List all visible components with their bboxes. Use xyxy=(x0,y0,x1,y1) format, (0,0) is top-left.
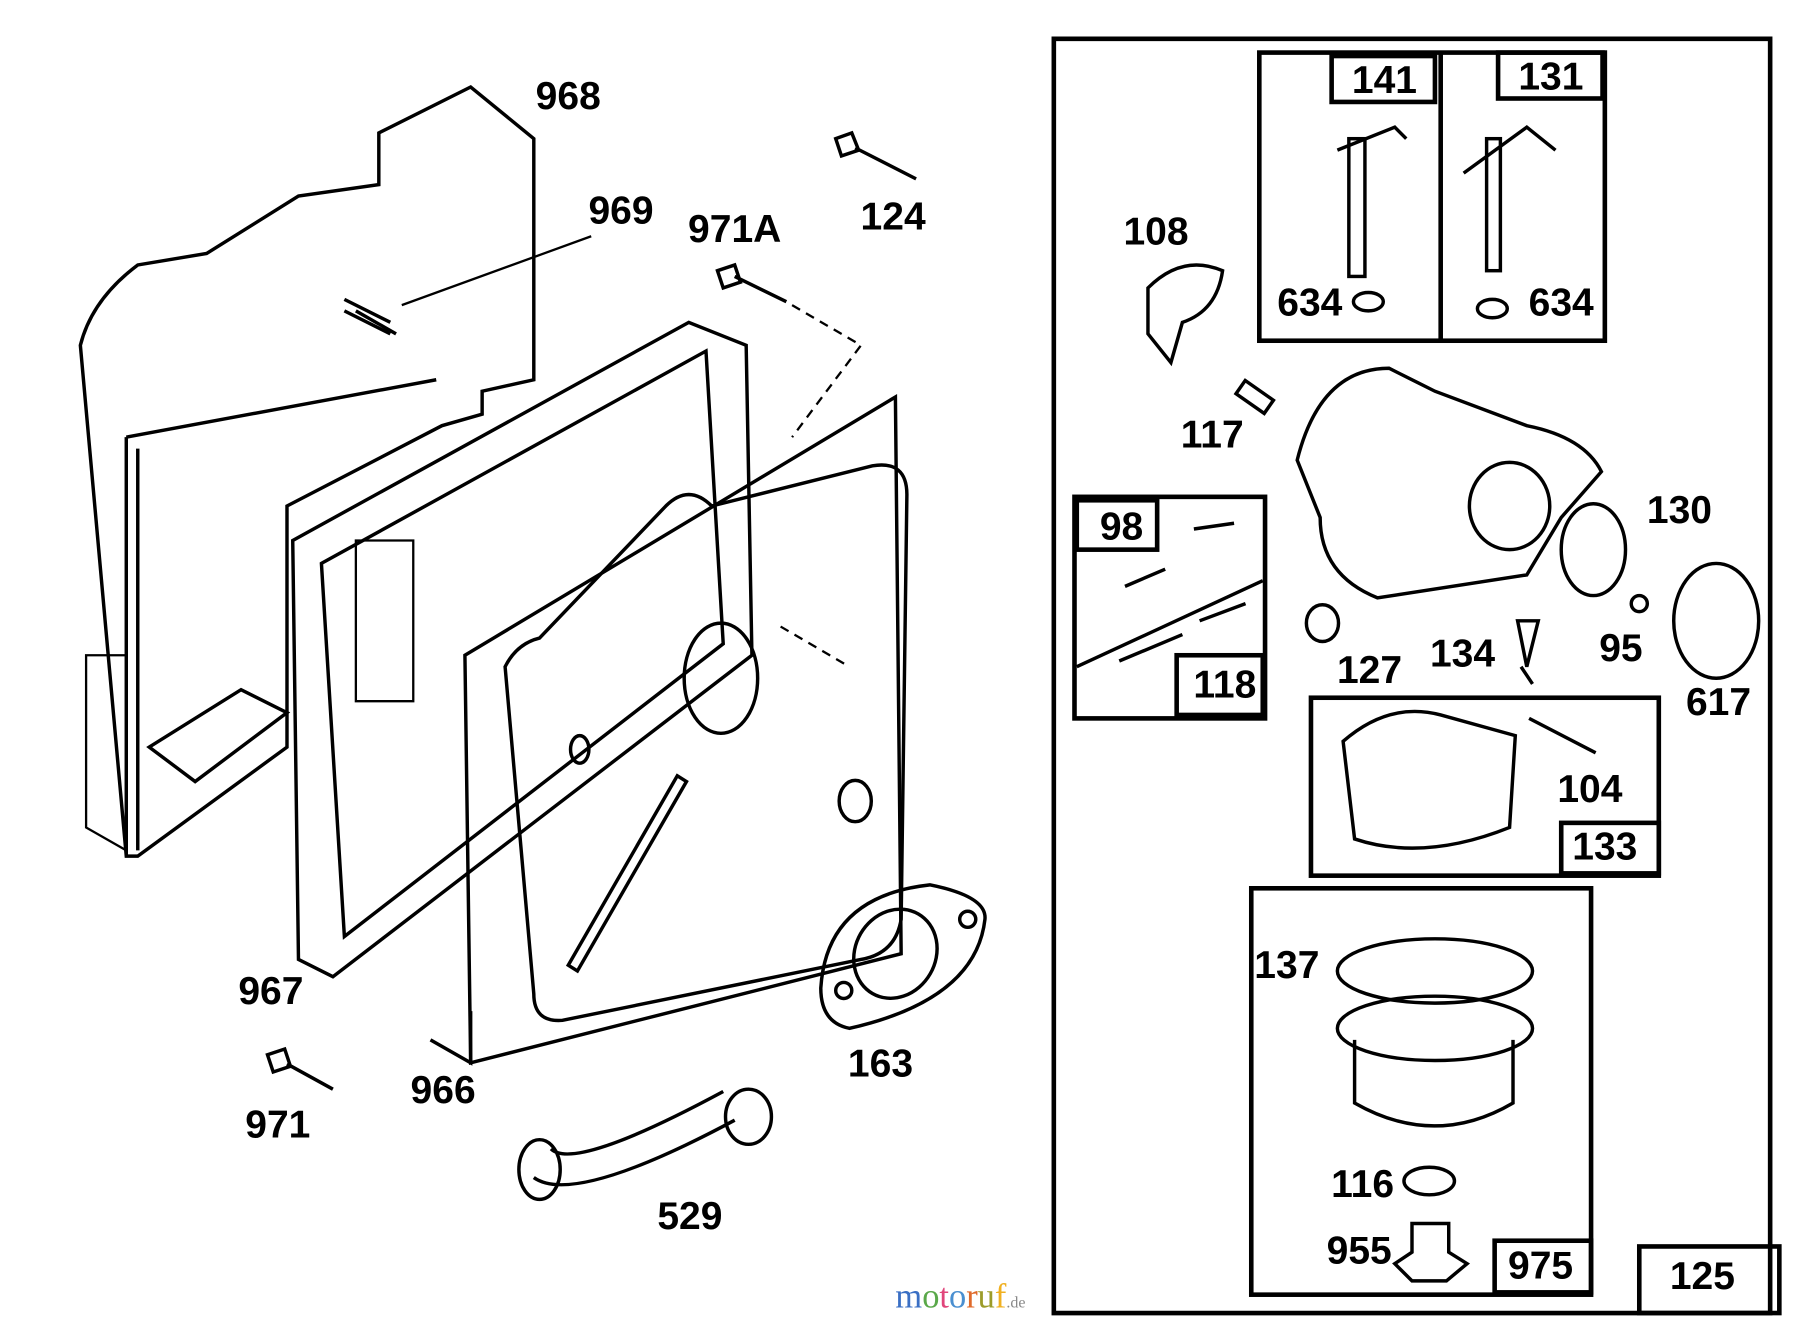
label-131: 131 xyxy=(1518,55,1583,98)
label-163: 163 xyxy=(848,1043,913,1086)
motoruf-watermark: motoruf.de xyxy=(895,1277,1025,1315)
label-124: 124 xyxy=(861,195,926,238)
label-95: 95 xyxy=(1599,627,1642,670)
label-116: 116 xyxy=(1331,1163,1394,1206)
label-133: 133 xyxy=(1572,826,1637,869)
air-cleaner-cover-966 xyxy=(429,304,909,1066)
label-117: 117 xyxy=(1181,413,1244,456)
label-529: 529 xyxy=(657,1195,722,1238)
label-98: 98 xyxy=(1100,505,1143,548)
label-634-a: 634 xyxy=(1277,281,1342,324)
label-127: 127 xyxy=(1337,649,1402,692)
elbow-tube-529 xyxy=(517,1087,774,1202)
carburetor-parts xyxy=(1118,125,1761,1283)
label-968: 968 xyxy=(536,75,601,118)
label-141: 141 xyxy=(1352,59,1417,102)
label-969: 969 xyxy=(588,190,653,233)
part-number-labels: 968 969 971A 124 967 966 971 163 529 141… xyxy=(238,55,1751,1298)
label-975: 975 xyxy=(1508,1245,1573,1288)
carburetor-panel xyxy=(1051,36,1782,1316)
label-967: 967 xyxy=(238,970,303,1013)
air-filter-967 xyxy=(290,320,754,979)
label-137: 137 xyxy=(1254,944,1319,987)
screw-971A xyxy=(715,262,788,304)
label-966: 966 xyxy=(411,1069,476,1112)
label-125: 125 xyxy=(1670,1255,1735,1298)
label-118: 118 xyxy=(1193,664,1256,707)
gasket-163 xyxy=(819,883,987,1031)
screw-124 xyxy=(833,130,917,181)
label-130: 130 xyxy=(1647,489,1712,532)
label-634-b: 634 xyxy=(1529,281,1594,324)
screw-969 xyxy=(355,235,592,336)
label-971A: 971A xyxy=(688,208,781,251)
label-108: 108 xyxy=(1123,210,1188,253)
label-971: 971 xyxy=(245,1103,310,1146)
label-104: 104 xyxy=(1557,768,1622,811)
air-cleaner-base-968 xyxy=(78,84,536,858)
label-134: 134 xyxy=(1430,633,1495,676)
label-617: 617 xyxy=(1686,681,1751,724)
screw-971 xyxy=(265,1046,334,1091)
label-955: 955 xyxy=(1327,1230,1392,1273)
